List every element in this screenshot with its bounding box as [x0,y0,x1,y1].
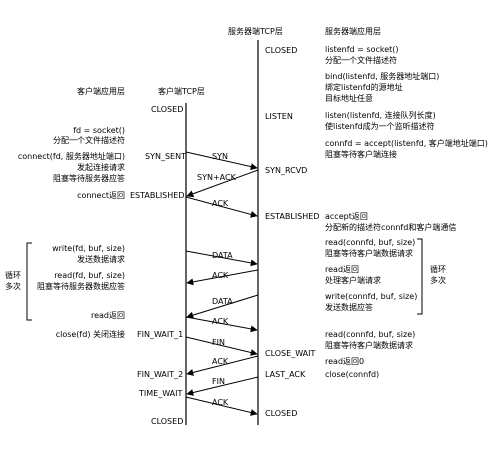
arrow-ack1 [185,196,258,218]
server-note-accept-ret-desc: 分配新的描述符connfd和客户端通信 [325,222,456,232]
server-note-write-desc: 发送数据应答 [325,302,373,312]
client-note-write-desc: 发送数据请求 [77,254,125,264]
msg-ack2: ACK [212,271,229,280]
server-note-read2-call: read(connfd, buf, size) [325,330,415,339]
server-note-process-desc: 处理客户端请求 [325,275,381,285]
client-note-close-call: close(fd) 关闭连接 [56,329,125,339]
arrow-syn-ack [186,169,259,198]
server-note-read0: read返回0 [325,357,364,366]
arrow-ack2 [186,269,259,286]
server-note-read2-desc: 阻塞等待客户端数据请求 [325,340,413,350]
client-note-read-ret: read返回 [91,311,125,320]
msg-syn-ack: SYN+ACK [197,173,237,182]
server-state-closed-top: CLOSED [265,46,297,55]
header-client-tcp: 客户端TCP层 [158,86,205,96]
msg-data2: DATA [212,297,233,306]
server-loop-label1: 循环 [430,264,446,274]
msg-ack5: ACK [212,398,229,407]
client-note-socket-call: fd = socket() [73,126,125,135]
msg-fin1: FIN [212,338,225,347]
header-server-tcp: 服务器端TCP层 [228,26,283,36]
server-note-read-desc: 阻塞等待客户端数据请求 [325,248,413,258]
client-note-read-desc: 阻塞等待服务器数据应答 [37,281,125,291]
server-state-last-ack: LAST_ACK [265,370,306,379]
msg-syn: SYN [212,152,228,161]
server-note-listen-call: listen(listenfd, 连接队列长度) [325,110,436,120]
arrow-ack5 [185,396,258,416]
arrow-fin2 [186,376,259,396]
arrow-ack4 [186,355,259,376]
arrow-data2 [186,294,259,319]
client-loop-label1: 循环 [5,270,21,280]
client-state-closed-bottom: CLOSED [151,417,183,426]
client-loop-bracket [26,242,32,321]
client-note-read-call: read(fd, buf, size) [54,271,125,280]
server-note-socket-desc: 分配一个文件描述符 [325,55,397,65]
server-note-close-call: close(connfd) [325,370,379,379]
server-note-read-call: read(connfd, buf, size) [325,238,415,247]
msg-ack1: ACK [212,199,229,208]
client-state-fin-wait-1: FIN_WAIT_1 [137,330,183,339]
server-state-listen: LISTEN [265,112,293,121]
server-note-bind-desc1: 绑定listenfd的源地址 [325,82,403,92]
arrow-data1 [185,250,258,267]
server-loop-bracket [417,238,423,315]
server-note-listen-desc: 使listenfd成为一个监听描述符 [325,121,435,131]
msg-data1: DATA [212,251,233,260]
server-note-socket-call: listenfd = socket() [325,45,399,54]
server-loop-label2: 多次 [430,275,446,285]
client-note-write-call: write(fd, buf, size) [52,244,125,253]
client-note-connect-desc2: 阻塞等待服务器应答 [53,173,125,183]
client-note-connect-ret: connect返回 [77,191,125,200]
server-state-closed-bottom: CLOSED [265,409,297,418]
server-note-bind-call: bind(listenfd, 服务器地址端口) [325,71,439,81]
server-state-syn-rcvd: SYN_RCVD [265,166,307,175]
msg-fin2: FIN [212,377,225,386]
server-state-established: ESTABLISHED [265,212,319,221]
server-state-close-wait: CLOSE_WAIT [265,349,315,358]
header-server-app: 服务器端应用层 [325,26,381,36]
client-state-time-wait: TIME_WAIT [138,389,183,398]
server-note-write-call: write(connfd, buf, size) [325,292,417,301]
header-client-app: 客户端应用层 [77,86,125,96]
msg-ack3: ACK [212,317,229,326]
client-state-established: ESTABLISHED [130,191,184,200]
client-loop-label2: 多次 [5,281,21,291]
server-note-accept-ret: accept返回 [325,212,368,221]
client-state-closed-top: CLOSED [151,105,183,114]
client-state-fin-wait-2: FIN_WAIT_2 [137,370,183,379]
client-note-connect-call: connect(fd, 服务器地址端口) [18,151,125,161]
client-state-syn-sent: SYN_SENT [145,152,186,161]
client-note-socket-desc: 分配一个文件描述符 [53,135,125,145]
server-note-bind-desc2: 目标地址任意 [325,93,373,103]
msg-ack4: ACK [212,357,229,366]
client-note-connect-desc1: 发起连接请求 [77,162,125,172]
server-note-read-ret: read返回 [325,265,359,274]
server-note-accept-call: connfd = accept(listenfd, 客户端地址端口) [325,138,488,148]
arrow-ack3 [185,316,258,333]
arrow-fin1 [185,336,258,356]
arrow-syn [185,151,258,171]
server-note-accept-desc: 阻塞等待客户端连接 [325,149,397,159]
